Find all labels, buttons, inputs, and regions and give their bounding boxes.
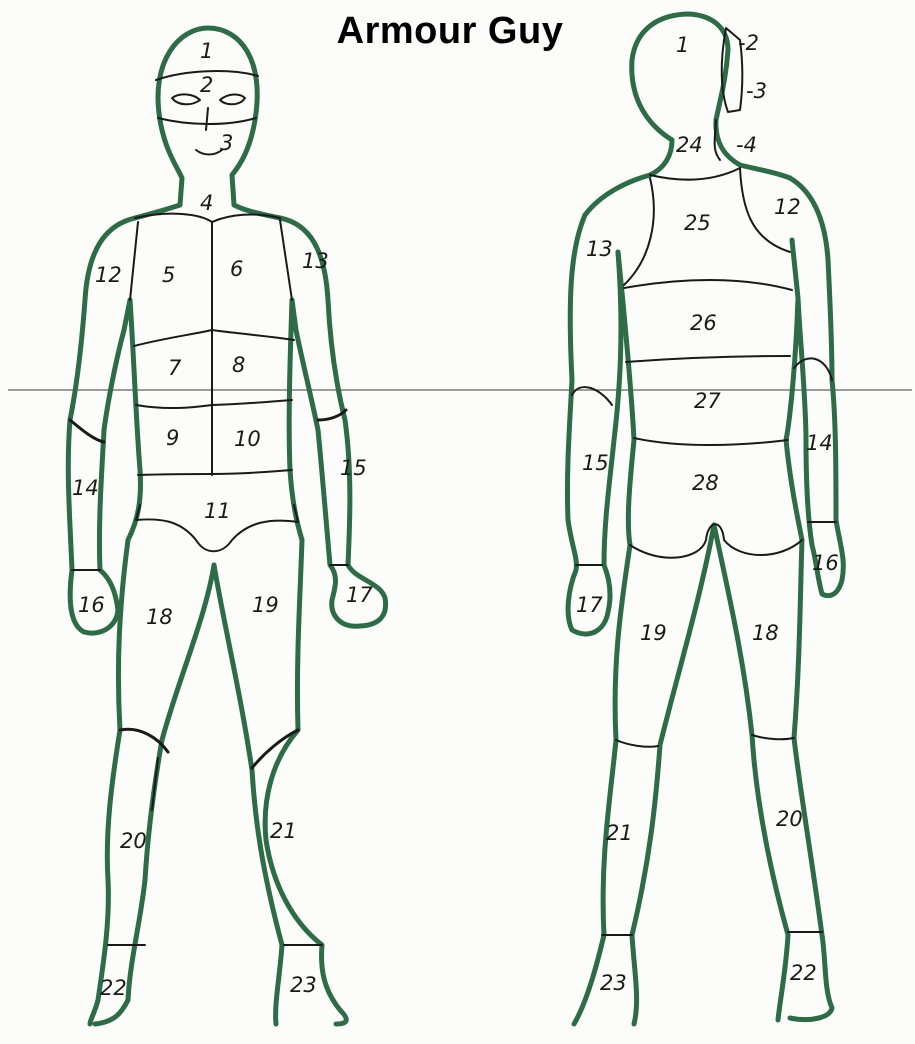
- front-abs-bottom: [138, 470, 292, 475]
- back-label-4: -4: [736, 133, 757, 157]
- front-label-8: 8: [232, 353, 245, 377]
- front-head-left: [135, 120, 182, 218]
- front-label-17: 17: [346, 583, 373, 607]
- back-left-arm-outline: [567, 215, 621, 634]
- back-label-1: 1: [676, 33, 689, 57]
- back-right-arm-outline: [790, 178, 843, 596]
- front-label-7: 7: [168, 356, 182, 380]
- back-waist-bottom: [634, 438, 788, 445]
- front-label-22: 22: [100, 976, 127, 1000]
- front-left-elbow: [70, 420, 104, 442]
- back-vest-bottom: [624, 280, 792, 290]
- back-label-21: 21: [606, 821, 633, 845]
- front-label-1: 1: [200, 39, 213, 63]
- front-right-leg-inner: [214, 565, 282, 1024]
- back-label-15: 15: [582, 451, 609, 475]
- front-abs-top: [136, 400, 292, 408]
- front-chest-bottom: [134, 330, 294, 346]
- back-label-20: 20: [776, 807, 803, 831]
- back-right-leg-inner: [714, 525, 788, 1020]
- front-belt-bottom: [136, 519, 298, 551]
- front-label-11: 11: [204, 499, 231, 523]
- front-label-20: 20: [120, 829, 147, 853]
- front-torso-left: [128, 300, 141, 540]
- back-right-knee: [752, 735, 794, 739]
- front-label-3: 3: [220, 131, 233, 155]
- back-left-knee: [616, 740, 658, 747]
- back-waist-top: [626, 356, 790, 362]
- back-label-13: 13: [586, 237, 613, 261]
- back-label-23: 23: [600, 971, 627, 995]
- front-label-12: 12: [95, 263, 122, 287]
- back-label-22: 22: [790, 961, 817, 985]
- front-label-14: 14: [72, 476, 99, 500]
- back-label-27: 27: [694, 389, 721, 413]
- front-label-9: 9: [166, 426, 179, 450]
- front-chest-left-side: [130, 222, 138, 300]
- front-label-19: 19: [252, 593, 279, 617]
- back-label-16: 16: [812, 551, 839, 575]
- back-label-19: 19: [640, 621, 667, 645]
- front-label-4: 4: [200, 191, 213, 215]
- back-label-18: 18: [752, 621, 779, 645]
- front-label-23: 23: [290, 973, 317, 997]
- front-label-18: 18: [146, 605, 173, 629]
- back-right-leg-outline: [790, 540, 832, 1020]
- front-label-2: 2: [200, 73, 213, 97]
- back-label-24: 24: [676, 133, 703, 157]
- front-mouth: [196, 150, 222, 155]
- front-label-13: 13: [302, 249, 329, 273]
- front-label-10: 10: [234, 427, 261, 451]
- back-collar: [650, 168, 740, 180]
- front-label-16: 16: [78, 593, 105, 617]
- back-label-2: -2: [738, 31, 759, 55]
- back-label-26: 26: [690, 311, 717, 335]
- front-label-6: 6: [230, 257, 243, 281]
- back-label-3: -3: [746, 79, 767, 103]
- back-figure: 1 -2 -3 -4 24 25 12 13 26 27 14 15 28 16…: [567, 14, 843, 1024]
- front-eye-left: [172, 94, 200, 104]
- front-figure: 1 2 3 4 5 6 7 8 9 10 11 12 13 14 15 16 1…: [68, 28, 385, 1024]
- front-eye-right: [220, 94, 245, 104]
- back-label-25: 25: [684, 211, 711, 235]
- back-label-28: 28: [692, 471, 719, 495]
- back-left-leg-inner: [632, 525, 714, 1024]
- front-chest-right-side: [280, 220, 292, 300]
- back-label-17: 17: [576, 593, 603, 617]
- front-label-5: 5: [162, 263, 175, 287]
- front-label-15: 15: [340, 456, 367, 480]
- back-label-12: 12: [774, 195, 801, 219]
- back-vest-left: [624, 178, 654, 285]
- back-label-14: 14: [806, 431, 833, 455]
- back-right-upper-arm-cap: [794, 358, 832, 380]
- front-nose: [206, 108, 208, 130]
- front-label-21: 21: [270, 819, 297, 843]
